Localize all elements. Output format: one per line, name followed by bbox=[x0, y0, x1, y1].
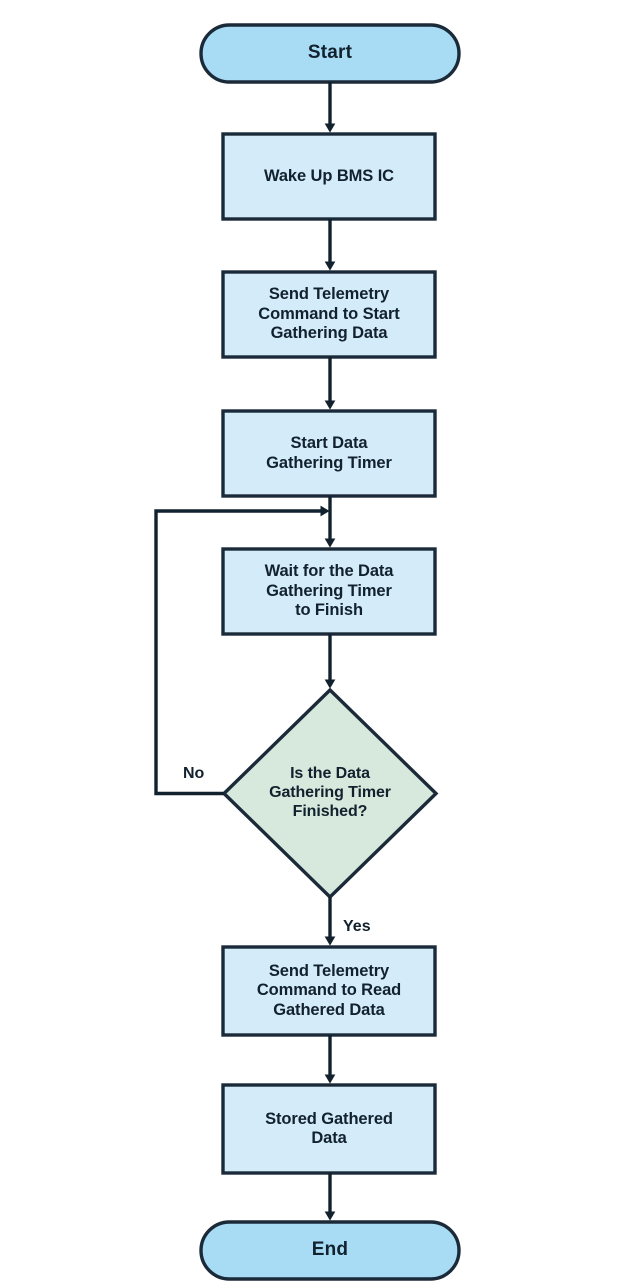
node-start-data-gathering-timer bbox=[221, 409, 437, 498]
node-wake-up-bms-ic bbox=[221, 132, 437, 221]
node-send-telemetry-read bbox=[221, 945, 437, 1037]
edge-decision-no-feedback-loop bbox=[154, 505, 330, 796]
node-decision-timer-finished bbox=[221, 687, 439, 900]
node-end bbox=[199, 1220, 461, 1281]
node-wait-for-timer bbox=[221, 547, 437, 636]
node-start bbox=[199, 23, 461, 84]
node-stored-gathered-data bbox=[221, 1083, 437, 1175]
node-send-telemetry-start bbox=[221, 270, 437, 359]
